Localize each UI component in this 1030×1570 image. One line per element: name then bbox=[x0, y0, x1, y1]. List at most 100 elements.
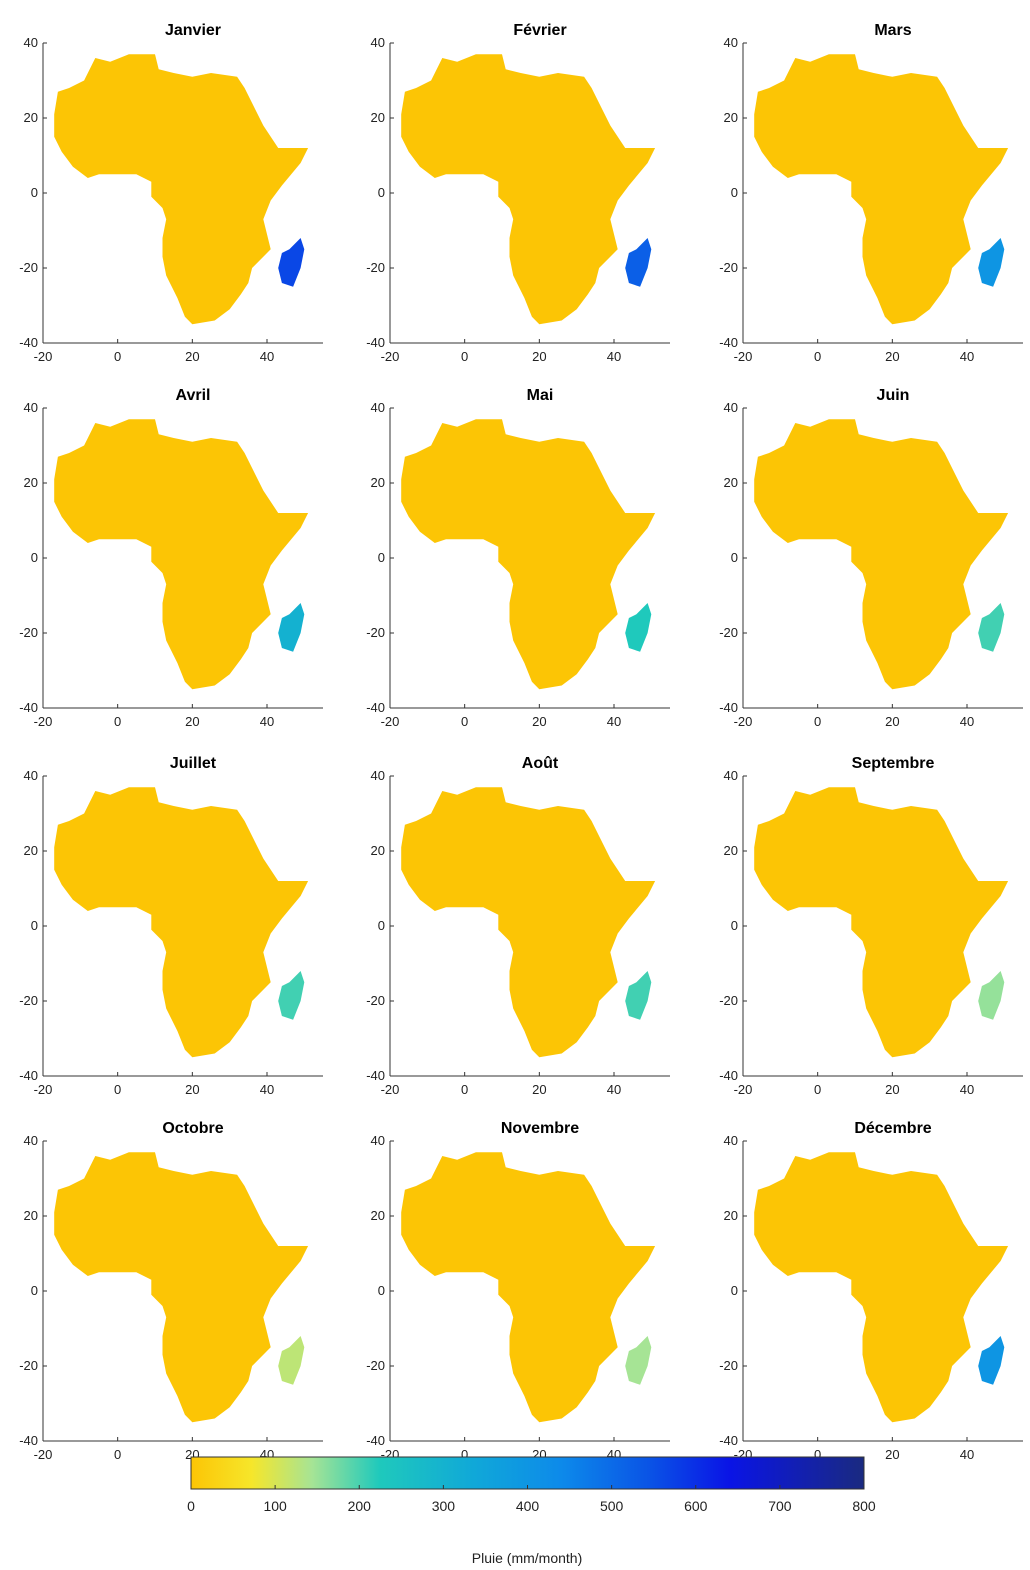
x-tick-label: 40 bbox=[960, 714, 974, 729]
x-tick-label: 40 bbox=[607, 349, 621, 364]
panel-title: Septembre bbox=[852, 755, 935, 772]
y-tick-label: 0 bbox=[731, 185, 738, 200]
x-tick-label: 40 bbox=[960, 1447, 974, 1462]
x-tick-label: 0 bbox=[114, 349, 121, 364]
y-tick-label: 20 bbox=[724, 1208, 738, 1223]
africa-landmass bbox=[754, 54, 1009, 325]
madagascar-landmass bbox=[978, 971, 1005, 1020]
y-tick-label: -40 bbox=[19, 1433, 38, 1448]
y-tick-label: -40 bbox=[719, 335, 738, 350]
x-tick-label: 0 bbox=[114, 1447, 121, 1462]
x-tick-label: 20 bbox=[532, 714, 546, 729]
y-tick-label: 0 bbox=[378, 185, 385, 200]
y-tick-label: -20 bbox=[366, 1358, 385, 1373]
colorbar-label: Pluie (mm/month) bbox=[472, 1550, 582, 1566]
y-tick-label: 20 bbox=[24, 110, 38, 125]
y-tick-label: -40 bbox=[366, 1433, 385, 1448]
y-tick-label: 20 bbox=[371, 843, 385, 858]
x-tick-label: 40 bbox=[607, 714, 621, 729]
y-tick-label: -40 bbox=[19, 1068, 38, 1083]
colorbar-tick-label: 700 bbox=[768, 1498, 792, 1514]
y-tick-label: -40 bbox=[19, 700, 38, 715]
y-tick-label: -20 bbox=[719, 625, 738, 640]
x-tick-label: 0 bbox=[114, 1082, 121, 1097]
madagascar-landmass bbox=[978, 603, 1005, 652]
x-tick-label: 0 bbox=[461, 714, 468, 729]
x-tick-label: -20 bbox=[381, 1082, 400, 1097]
y-tick-label: 40 bbox=[24, 400, 38, 415]
colorbar-tick-label: 100 bbox=[263, 1498, 287, 1514]
y-tick-label: 0 bbox=[731, 1283, 738, 1298]
y-tick-label: 0 bbox=[31, 1283, 38, 1298]
panel-title: Août bbox=[522, 755, 559, 772]
x-tick-label: 0 bbox=[461, 1082, 468, 1097]
x-tick-label: -20 bbox=[34, 349, 53, 364]
x-tick-label: -20 bbox=[734, 714, 753, 729]
y-tick-label: 40 bbox=[724, 400, 738, 415]
y-tick-label: 0 bbox=[378, 918, 385, 933]
y-tick-label: -20 bbox=[719, 993, 738, 1008]
y-tick-label: 20 bbox=[24, 475, 38, 490]
y-tick-label: -20 bbox=[366, 260, 385, 275]
x-tick-label: 20 bbox=[532, 1082, 546, 1097]
x-tick-label: 20 bbox=[185, 1082, 199, 1097]
africa-landmass bbox=[754, 787, 1009, 1058]
y-tick-label: -20 bbox=[719, 1358, 738, 1373]
x-tick-label: 20 bbox=[532, 349, 546, 364]
madagascar-landmass bbox=[978, 1336, 1005, 1385]
y-tick-label: 40 bbox=[24, 768, 38, 783]
madagascar-landmass bbox=[978, 238, 1005, 287]
colorbar-tick-label: 300 bbox=[432, 1498, 456, 1514]
x-tick-label: 20 bbox=[885, 1082, 899, 1097]
x-tick-label: 20 bbox=[885, 714, 899, 729]
y-tick-label: 40 bbox=[724, 35, 738, 50]
colorbar-tick-label: 800 bbox=[852, 1498, 876, 1514]
colorbar-tick-label: 200 bbox=[348, 1498, 372, 1514]
x-tick-label: 20 bbox=[885, 349, 899, 364]
y-tick-label: -40 bbox=[719, 1068, 738, 1083]
y-tick-label: -40 bbox=[719, 1433, 738, 1448]
africa-landmass bbox=[401, 419, 656, 690]
x-tick-label: -20 bbox=[734, 1082, 753, 1097]
x-tick-label: 40 bbox=[607, 1082, 621, 1097]
y-tick-label: 40 bbox=[724, 768, 738, 783]
panel-title: Juillet bbox=[170, 755, 217, 772]
madagascar-landmass bbox=[625, 603, 652, 652]
madagascar-landmass bbox=[278, 238, 305, 287]
y-tick-label: -40 bbox=[366, 700, 385, 715]
colorbar-tick-label: 500 bbox=[600, 1498, 624, 1514]
x-tick-label: 40 bbox=[260, 1082, 274, 1097]
y-tick-label: -20 bbox=[19, 1358, 38, 1373]
panel-title: Avril bbox=[176, 387, 211, 404]
colorbar-gradient bbox=[190, 1456, 865, 1490]
africa-landmass bbox=[54, 1152, 309, 1423]
y-tick-label: 20 bbox=[724, 110, 738, 125]
x-tick-label: -20 bbox=[34, 714, 53, 729]
x-tick-label: -20 bbox=[34, 1082, 53, 1097]
x-tick-label: 40 bbox=[960, 1082, 974, 1097]
y-tick-label: 40 bbox=[24, 35, 38, 50]
x-tick-label: 40 bbox=[260, 714, 274, 729]
y-tick-label: 0 bbox=[378, 1283, 385, 1298]
madagascar-landmass bbox=[278, 1336, 305, 1385]
y-tick-label: 0 bbox=[731, 918, 738, 933]
y-tick-label: 0 bbox=[31, 185, 38, 200]
x-tick-label: -20 bbox=[734, 349, 753, 364]
panel-title: Mars bbox=[874, 22, 911, 39]
x-tick-label: -20 bbox=[34, 1447, 53, 1462]
panel-title: Novembre bbox=[501, 1120, 579, 1137]
x-tick-label: 0 bbox=[814, 1082, 821, 1097]
panel-title: Mai bbox=[527, 387, 554, 404]
x-tick-label: 0 bbox=[814, 1447, 821, 1462]
y-tick-label: -40 bbox=[719, 700, 738, 715]
madagascar-landmass bbox=[625, 971, 652, 1020]
